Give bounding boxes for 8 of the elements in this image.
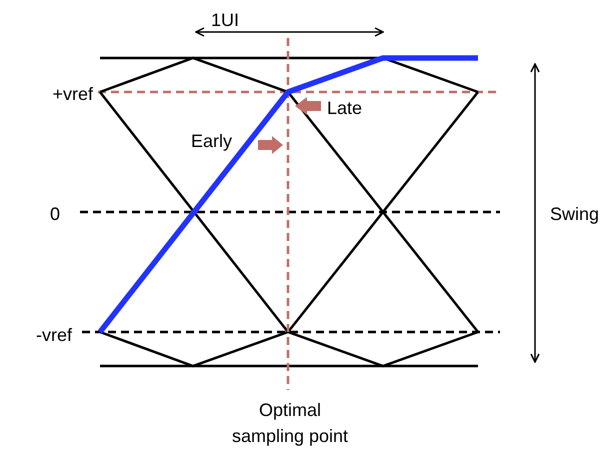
axis-label: +vref	[52, 84, 93, 104]
axis-label: 0	[50, 204, 60, 224]
axis-label: 1UI	[210, 10, 239, 30]
axis-label: Optimal sampling point	[232, 400, 348, 446]
axis-label: Late	[327, 98, 362, 118]
axis-label: Early	[191, 131, 232, 151]
axis-label: Swing	[550, 204, 600, 224]
axis-label: -vref	[36, 325, 72, 345]
